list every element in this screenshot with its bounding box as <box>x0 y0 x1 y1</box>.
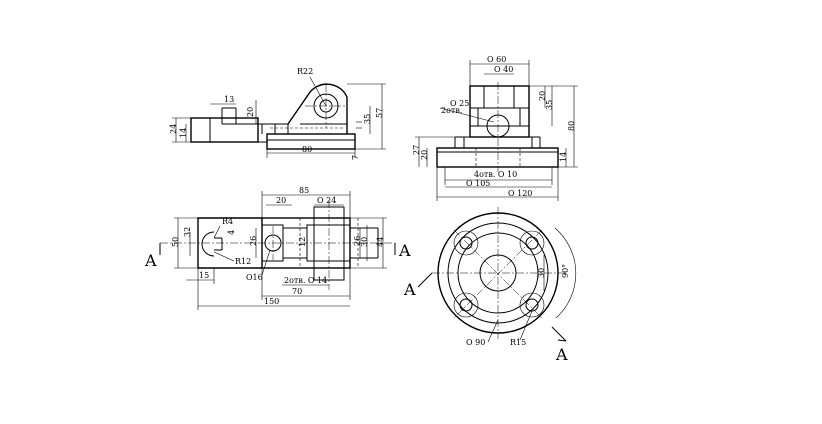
circle-o90: O 90 <box>466 338 485 347</box>
front-d80: 80 <box>302 145 312 154</box>
top-d20: 20 <box>276 196 286 205</box>
front-d57: 57 <box>375 108 384 118</box>
top-d70: 70 <box>292 287 302 296</box>
front-d35: 35 <box>363 114 372 124</box>
front-d14: 14 <box>179 128 188 138</box>
side-d35: 35 <box>545 100 554 110</box>
side-o105: O 105 <box>466 179 490 188</box>
top-r12: R12 <box>235 257 251 266</box>
circle-d30: 30 <box>537 268 546 278</box>
top-r4: R4 <box>222 217 233 226</box>
circle-view: 30 90° O 90 R15 <box>417 207 577 347</box>
top-o24: O 24 <box>317 196 336 205</box>
top-d12: 12 <box>298 237 307 247</box>
top-d50: 50 <box>171 237 180 247</box>
section-label-a-circle: A <box>403 280 416 299</box>
side-holes2: 2отв. <box>441 106 462 115</box>
top-d15: 15 <box>199 271 209 280</box>
top-d150: 150 <box>264 297 279 306</box>
front-d20: 20 <box>246 107 255 117</box>
side-o25: O 25 <box>450 99 469 108</box>
side-d14: 14 <box>559 152 568 162</box>
front-d24: 24 <box>169 124 178 134</box>
top-d4: 4 <box>227 230 236 235</box>
top-d44: 44 <box>376 237 385 247</box>
top-d32: 32 <box>183 227 192 237</box>
top-holes2: 2отв. O 14 <box>284 276 327 285</box>
circle-a90: 90° <box>561 264 570 278</box>
section-label-a-left: A <box>144 251 157 270</box>
front-view: R22 13 20 24 14 80 35 57 7 <box>169 67 386 160</box>
side-holes4: 4отв. O 10 <box>474 170 517 179</box>
top-d30: 30 <box>360 237 369 247</box>
side-d80: 80 <box>567 121 576 131</box>
side-o40: O 40 <box>494 65 513 74</box>
section-label-a-bottom: A <box>555 345 568 364</box>
top-d26: 26 <box>249 236 258 246</box>
front-r22: R22 <box>297 67 313 76</box>
front-d7: 7 <box>351 155 360 160</box>
side-o60: O 60 <box>487 55 506 64</box>
side-d20: 20 <box>538 91 547 101</box>
side-d27: 27 <box>412 145 421 155</box>
side-o120: O 120 <box>508 189 532 198</box>
circle-r15: R15 <box>510 338 526 347</box>
front-d13: 13 <box>224 95 234 104</box>
section-label-a-right: A <box>398 241 411 260</box>
side-d20b: 20 <box>420 150 429 160</box>
side-view: O 60 O 40 O 25 2отв. 20 35 80 14 27 20 4… <box>412 55 578 201</box>
top-o16: O16 <box>246 273 263 282</box>
top-view: 85 20 O 24 R4 4 R12 50 32 26 12 26 30 44… <box>159 186 396 310</box>
top-d85: 85 <box>299 186 309 195</box>
top-d26b: 26 <box>353 236 362 246</box>
